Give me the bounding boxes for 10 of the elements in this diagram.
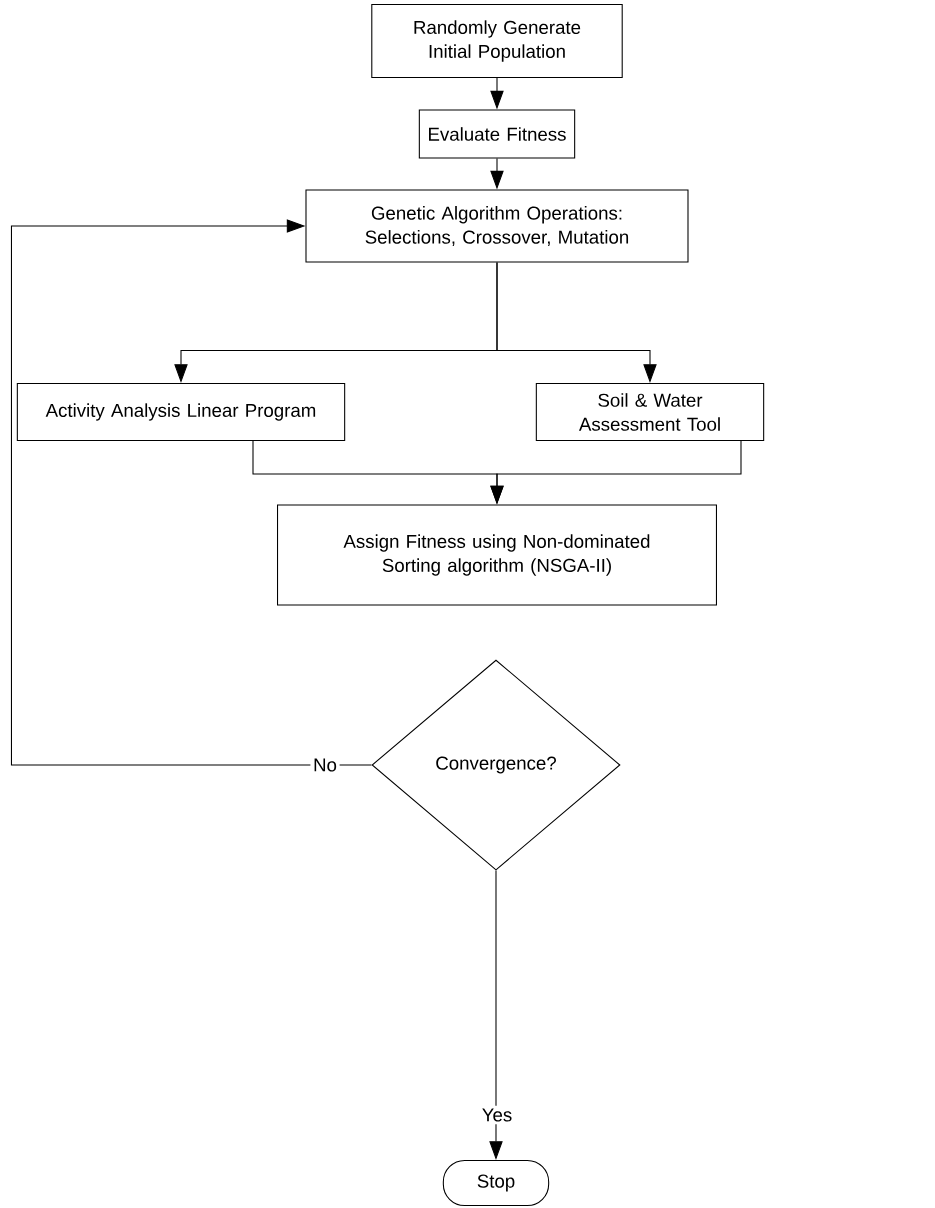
process-box: Genetic Algorithm Operations: Selections, Crossover, Mutation (305, 189, 689, 263)
process-box: Assign Fitness using Non-dominated Sorting algorithm (NSGA-II) (277, 504, 717, 606)
process-box: Evaluate Fitness (418, 109, 576, 159)
process-box: Randomly Generate Initial Population (371, 3, 623, 79)
arrow (10, 219, 372, 766)
process-box: Activity Analysis Linear Program (16, 382, 346, 442)
edge-label: Yes (479, 1105, 515, 1125)
terminator: Stop (442, 1159, 550, 1207)
edge-label: No (310, 755, 340, 775)
process-box: Soil & Water Assessment Tool (535, 382, 765, 442)
